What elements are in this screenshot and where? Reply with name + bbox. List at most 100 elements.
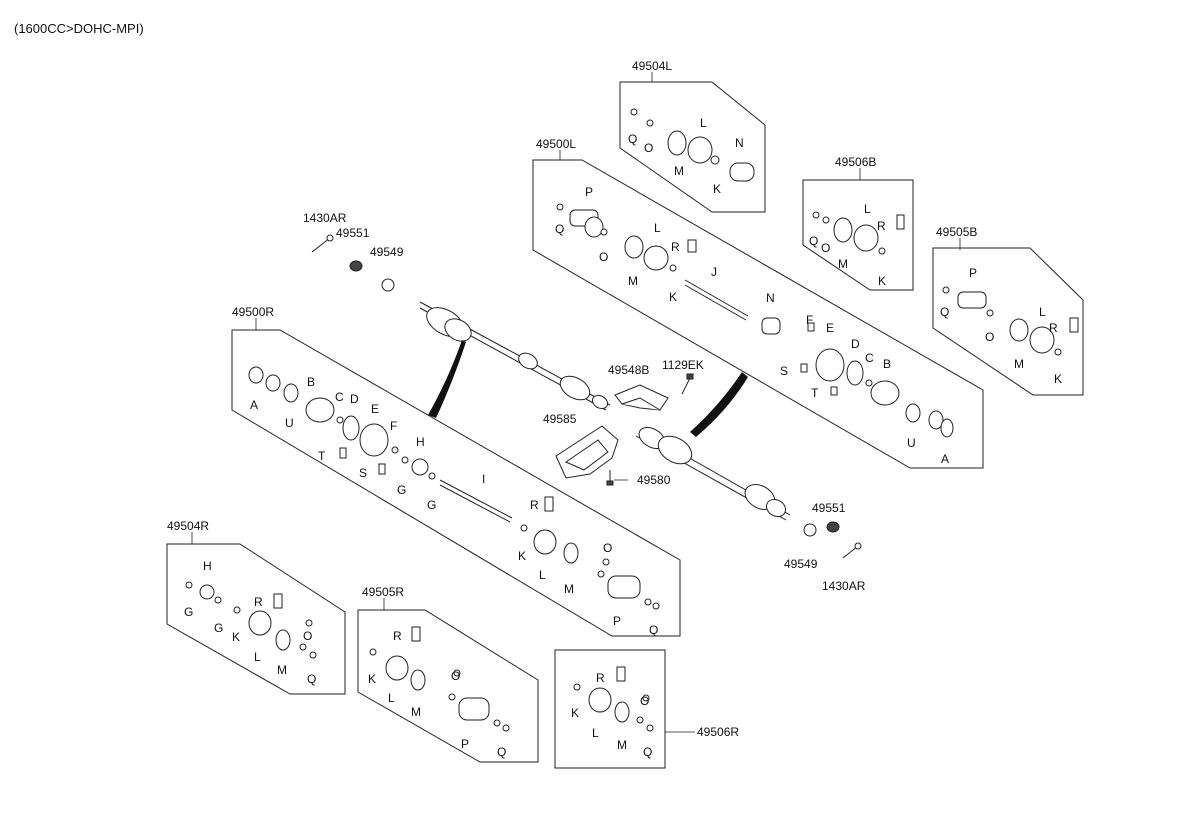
- letter-label: O: [985, 330, 994, 344]
- part-label-49548B: 49548B: [608, 363, 649, 377]
- letter-label: P: [613, 614, 621, 628]
- letter-label: B: [307, 375, 315, 389]
- letter-label: Q: [628, 132, 637, 146]
- heat-shield-49585: [555, 425, 619, 479]
- letter-label: J: [711, 265, 717, 279]
- letter-label: G: [427, 498, 436, 512]
- letter-label: R: [254, 595, 263, 609]
- assembly-label-49504L: 49504L: [632, 59, 672, 73]
- assembly-label-49506B: 49506B: [835, 155, 876, 169]
- letter-label: K: [713, 182, 721, 196]
- letter-label: G: [184, 605, 193, 619]
- letter-label: R: [530, 498, 539, 512]
- nut-49551-bottom-icon: [826, 521, 840, 533]
- letter-label: G: [214, 621, 223, 635]
- group-49500L-outline: [532, 159, 984, 469]
- letter-label: O: [821, 241, 830, 255]
- lower-drive-shaft: [635, 427, 791, 521]
- group-49506R-parts: [573, 666, 654, 732]
- letter-label: Q: [940, 305, 949, 319]
- letter-label: T: [318, 449, 326, 463]
- letter-label: R: [393, 629, 402, 643]
- letter-label: M: [277, 663, 287, 677]
- letter-label: Q: [649, 623, 658, 637]
- part-label-49549-top: 49549: [370, 245, 404, 259]
- group-49500R-parts: [248, 366, 660, 610]
- letter-label: C: [865, 351, 874, 365]
- letter-label: I: [482, 472, 485, 486]
- cotter-pin-1430AR-bottom-icon: [842, 542, 862, 559]
- letter-label: T: [811, 386, 819, 400]
- group-49505B-outline: [932, 247, 1084, 396]
- letter-label: L: [654, 221, 661, 235]
- letter-label: C: [335, 390, 344, 404]
- letter-label: L: [700, 116, 707, 130]
- part-label-1129EK: 1129EK: [662, 358, 704, 372]
- group-49500L-parts: [556, 203, 954, 438]
- letter-label: O: [644, 141, 653, 155]
- letter-label: M: [411, 705, 421, 719]
- letter-label: N: [766, 291, 775, 305]
- part-label-49551-top: 49551: [336, 226, 370, 240]
- upper-drive-shaft: [419, 301, 611, 411]
- letter-label: U: [285, 416, 294, 430]
- group-49505B-parts: [942, 286, 1079, 356]
- group-49500R-outline: [231, 329, 681, 637]
- letter-label: H: [416, 435, 425, 449]
- bolt-49580-icon: [606, 470, 614, 486]
- letter-label: G: [397, 483, 406, 497]
- letter-label: L: [539, 568, 546, 582]
- pointer-arrow-right-assembly: [428, 340, 466, 418]
- group-49506B-parts: [812, 211, 905, 255]
- letter-label: L: [388, 691, 395, 705]
- pointer-arrow-left-assembly: [690, 372, 748, 437]
- letter-label: D: [350, 392, 359, 406]
- letter-label: M: [1014, 357, 1024, 371]
- part-label-49585: 49585: [543, 412, 577, 426]
- letter-label: K: [571, 706, 579, 720]
- letter-label: R: [671, 240, 680, 254]
- letter-label: R: [596, 671, 605, 685]
- group-49504R-outline: [166, 543, 346, 695]
- letter-label: P: [461, 737, 469, 751]
- letter-label: R: [877, 219, 886, 233]
- letter-label: D: [851, 337, 860, 351]
- letter-label: M: [674, 164, 684, 178]
- letter-label: K: [368, 672, 376, 686]
- letter-label: E: [826, 321, 834, 335]
- letter-label: O: [603, 541, 612, 555]
- group-49506R-outline: [554, 649, 666, 769]
- assembly-label-49505R: 49505R: [362, 585, 404, 599]
- cotter-pin-1430AR-top-icon: [311, 234, 334, 253]
- letter-label: O: [451, 669, 460, 683]
- letter-label: Q: [497, 745, 506, 759]
- letter-label: Q: [307, 672, 316, 686]
- letter-label: M: [564, 582, 574, 596]
- letter-label: R: [1049, 321, 1058, 335]
- part-label-1430AR-top: 1430AR: [303, 211, 347, 225]
- group-49504L-parts: [630, 108, 755, 182]
- part-label-1430AR-bottom: 1430AR: [822, 579, 866, 593]
- assembly-label-49505B: 49505B: [936, 225, 977, 239]
- letter-label: L: [864, 202, 871, 216]
- letter-label: A: [250, 398, 258, 412]
- group-49504R-parts: [185, 581, 317, 659]
- letter-label: L: [254, 650, 261, 664]
- letter-label: O: [599, 250, 608, 264]
- letter-label: K: [878, 274, 886, 288]
- letter-label: N: [735, 136, 744, 150]
- letter-label: O: [303, 629, 312, 643]
- bolt-1129EK-icon: [681, 373, 694, 395]
- letter-label: Q: [555, 222, 564, 236]
- group-49504L-outline: [619, 81, 766, 213]
- letter-label: Q: [643, 745, 652, 759]
- letter-label: K: [518, 549, 526, 563]
- letter-label: M: [617, 738, 627, 752]
- letter-label: F: [390, 419, 397, 433]
- letter-label: M: [838, 257, 848, 271]
- letter-label: E: [371, 402, 379, 416]
- washer-49549-bottom-icon: [803, 523, 817, 537]
- assembly-label-49506R: 49506R: [697, 725, 739, 739]
- letter-label: L: [592, 726, 599, 740]
- group-49505R-outline: [357, 609, 539, 763]
